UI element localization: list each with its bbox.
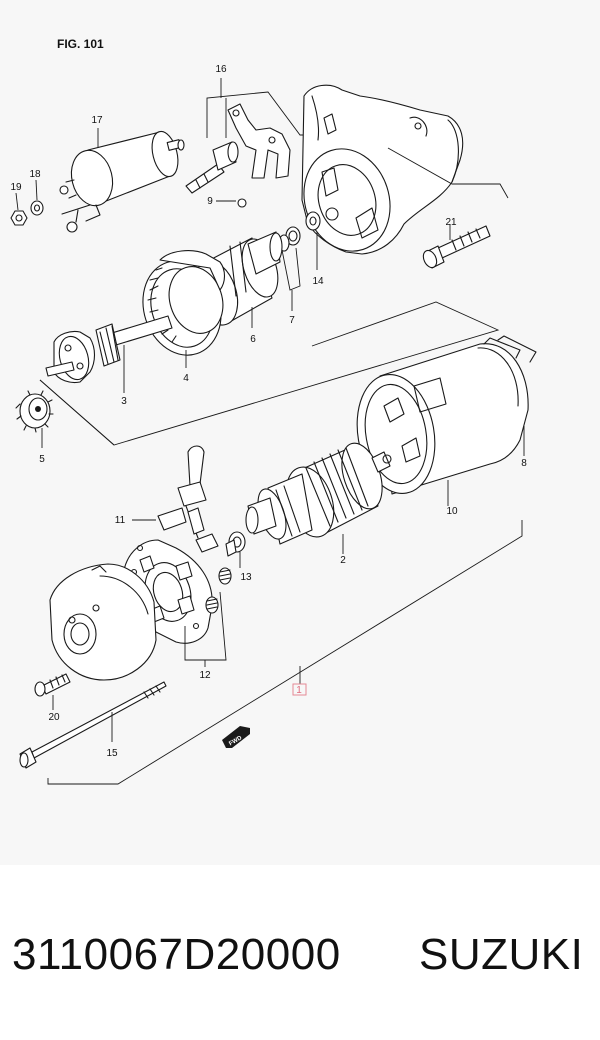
callout-19: 19 — [10, 182, 22, 193]
callout-16: 16 — [215, 64, 227, 75]
plunger-part — [185, 141, 239, 194]
callout-13: 13 — [240, 572, 252, 583]
callout-17: 17 — [91, 115, 103, 126]
magnetic-switch-part — [59, 130, 185, 233]
through-bolt-part — [19, 681, 167, 769]
lower-group-bracket — [47, 520, 523, 785]
part-number: 3110067D20000 — [12, 930, 341, 979]
bush-small-part — [225, 531, 246, 557]
callout-7: 7 — [289, 315, 295, 326]
bolt-part — [422, 225, 491, 269]
fwd-arrow-icon: FWD — [222, 726, 250, 748]
exploded-diagram-panel: FIG. 101 — [10, 37, 537, 785]
lever-bracket — [206, 78, 305, 138]
internal-gear-part — [142, 250, 226, 356]
callout-4: 4 — [183, 373, 189, 384]
callout-3: 3 — [121, 396, 127, 407]
housing-part — [301, 84, 464, 255]
end-frame-part — [49, 563, 157, 681]
footer — [0, 865, 600, 1040]
screw-part — [34, 673, 71, 697]
starter-motor-exploded-diagram: FIG. 101 — [10, 37, 537, 785]
pin-part — [237, 198, 247, 208]
pinion-gear-part — [15, 390, 54, 433]
callout-18: 18 — [29, 169, 41, 180]
callout-11: 11 — [115, 515, 126, 526]
washer-part — [30, 200, 44, 216]
callout-9: 9 — [207, 196, 213, 207]
callout-15: 15 — [106, 748, 118, 759]
callout-14: 14 — [312, 276, 324, 287]
figure-title: FIG. 101 — [57, 37, 104, 51]
callout-21: 21 — [445, 217, 457, 228]
callout-10: 10 — [446, 506, 458, 517]
armature-part — [245, 442, 392, 545]
pinion-shaft-part — [45, 315, 173, 384]
brush-part — [157, 445, 219, 553]
brush-spring-part — [205, 567, 232, 614]
bush-part — [305, 211, 321, 231]
callout-5: 5 — [39, 454, 45, 465]
callout-8: 8 — [521, 458, 527, 469]
lever-part — [227, 103, 291, 179]
callout-6: 6 — [250, 334, 256, 345]
nut-part — [10, 210, 28, 226]
callout-12: 12 — [199, 670, 211, 681]
callout-20: 20 — [48, 712, 60, 723]
brand-name: SUZUKI — [419, 930, 584, 979]
callout-2: 2 — [340, 555, 346, 566]
callout-1: 1 — [296, 685, 302, 696]
